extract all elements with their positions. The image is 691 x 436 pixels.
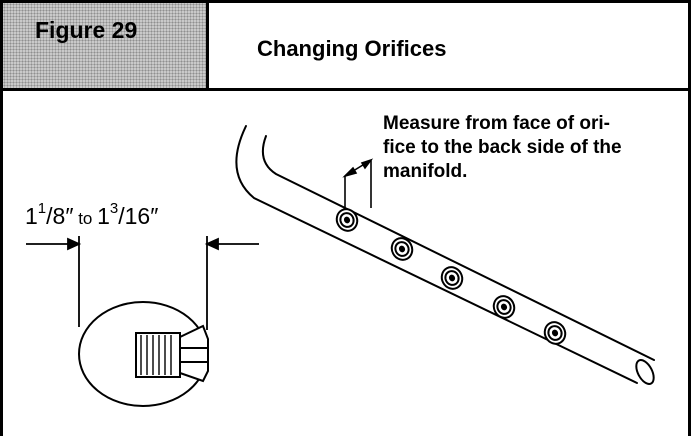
orifice bbox=[335, 208, 359, 232]
measurement-indicator bbox=[342, 158, 374, 215]
orifice-part bbox=[448, 274, 456, 282]
dim-a-inch: ″ bbox=[65, 203, 74, 229]
dim-b-whole: 1 bbox=[97, 203, 110, 229]
orifice bbox=[492, 295, 516, 319]
measurement-note: Measure from face of ori- fice to the ba… bbox=[383, 113, 622, 182]
dim-a-whole: 1 bbox=[25, 203, 38, 229]
orifice-group bbox=[335, 208, 567, 345]
orifice-part bbox=[496, 299, 512, 315]
figure-header: Figure 29 Changing Orifices bbox=[0, 0, 691, 91]
figure-number-cell: Figure 29 bbox=[3, 3, 209, 88]
orifice bbox=[543, 321, 567, 345]
orifice-part bbox=[339, 212, 355, 228]
dim-b-num: 3 bbox=[109, 200, 119, 217]
orifice-part bbox=[547, 325, 563, 341]
dim-b-den: /16 bbox=[118, 203, 151, 229]
orifice-part bbox=[343, 216, 351, 224]
orifice-part bbox=[444, 270, 460, 286]
manifold-pipe bbox=[235, 125, 655, 385]
dim-a-num: 1 bbox=[37, 200, 47, 217]
orifice-dimension-label: 11/8″ to 13/16″ bbox=[25, 200, 159, 230]
dim-b-inch: ″ bbox=[150, 203, 159, 229]
figure-number: Figure 29 bbox=[35, 17, 138, 43]
figure-title: Changing Orifices bbox=[257, 36, 447, 61]
orifice-part bbox=[500, 303, 508, 311]
orifice bbox=[390, 237, 414, 261]
orifice-part bbox=[551, 329, 559, 337]
orifice-detail bbox=[78, 301, 209, 407]
orifice-part bbox=[394, 241, 410, 257]
orifice bbox=[440, 266, 464, 290]
orifice-part bbox=[398, 245, 406, 253]
dim-a-den: /8 bbox=[46, 203, 66, 229]
dimension-lines bbox=[26, 236, 259, 330]
dim-to: to bbox=[73, 209, 98, 228]
